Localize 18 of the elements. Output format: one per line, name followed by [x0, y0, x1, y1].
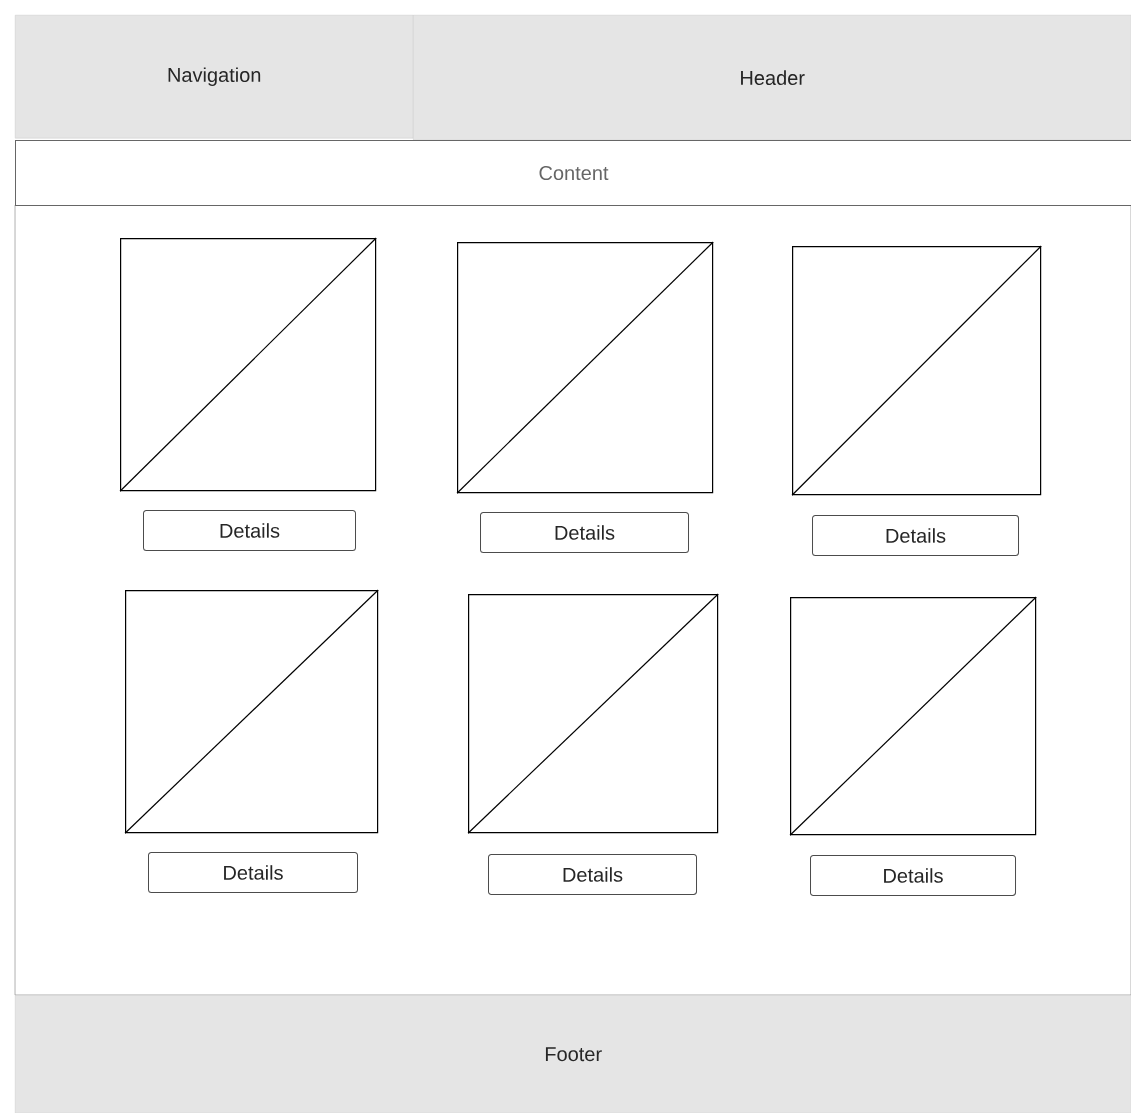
- image-placeholder: [124, 589, 379, 834]
- details-button: Details: [488, 854, 697, 895]
- image-placeholder: [791, 245, 1042, 496]
- details-button: Details: [810, 855, 1016, 896]
- details-button: Details: [148, 852, 358, 893]
- node-label: Header: [741, 70, 805, 86]
- layout-band: Navigation: [15, 15, 414, 139]
- section-bar: Content: [15, 140, 1131, 206]
- layout-band: Footer: [15, 995, 1131, 1113]
- image-placeholder: [789, 596, 1037, 836]
- image-placeholder: [456, 241, 714, 494]
- image-placeholder: [119, 237, 377, 492]
- node-label: Content: [539, 165, 609, 181]
- image-placeholder: [467, 593, 719, 834]
- details-button: Details: [812, 515, 1019, 556]
- details-button: Details: [143, 510, 356, 551]
- details-button: Details: [480, 512, 689, 553]
- layout-band: Header: [413, 15, 1131, 141]
